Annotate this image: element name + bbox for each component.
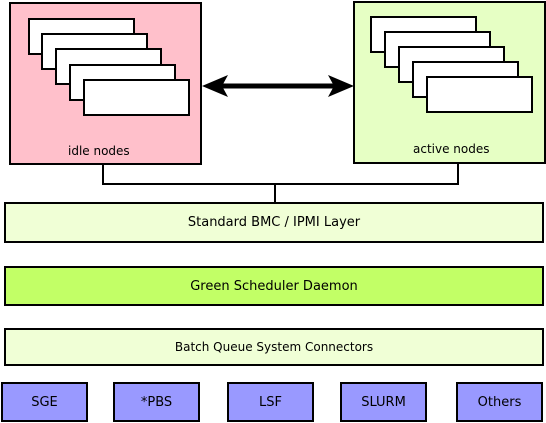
batch-queue-connectors-label: Batch Queue System Connectors	[174, 340, 374, 354]
connector-slurm: SLURM	[340, 382, 427, 422]
bmc-ipmi-layer-label: Standard BMC / IPMI Layer	[187, 215, 361, 230]
connector-line-horizontal	[102, 183, 459, 185]
connector-lsf: LSF	[227, 382, 314, 422]
bidirectional-arrow	[202, 75, 354, 97]
connector-line-idle	[102, 164, 104, 185]
green-scheduler-daemon: Green Scheduler Daemon	[4, 266, 544, 306]
active-nodes-label: active nodes	[413, 142, 490, 156]
connector-sge: SGE	[1, 382, 88, 422]
connector-sge-label: SGE	[31, 394, 58, 410]
connector-slurm-label: SLURM	[361, 394, 406, 410]
idle-nodes-label: idle nodes	[68, 144, 130, 158]
bmc-ipmi-layer: Standard BMC / IPMI Layer	[4, 202, 544, 243]
green-scheduler-daemon-label: Green Scheduler Daemon	[190, 278, 358, 294]
connector-pbs: *PBS	[113, 382, 200, 422]
active-node-5	[426, 76, 533, 113]
connector-others-label: Others	[477, 394, 522, 410]
connector-others: Others	[456, 382, 543, 422]
connector-pbs-label: *PBS	[140, 394, 173, 410]
idle-node-5	[83, 79, 190, 116]
connector-line-trunk	[274, 183, 276, 204]
connector-lsf-label: LSF	[259, 394, 282, 410]
batch-queue-connectors-layer: Batch Queue System Connectors	[4, 328, 544, 366]
connector-line-active	[457, 163, 459, 185]
